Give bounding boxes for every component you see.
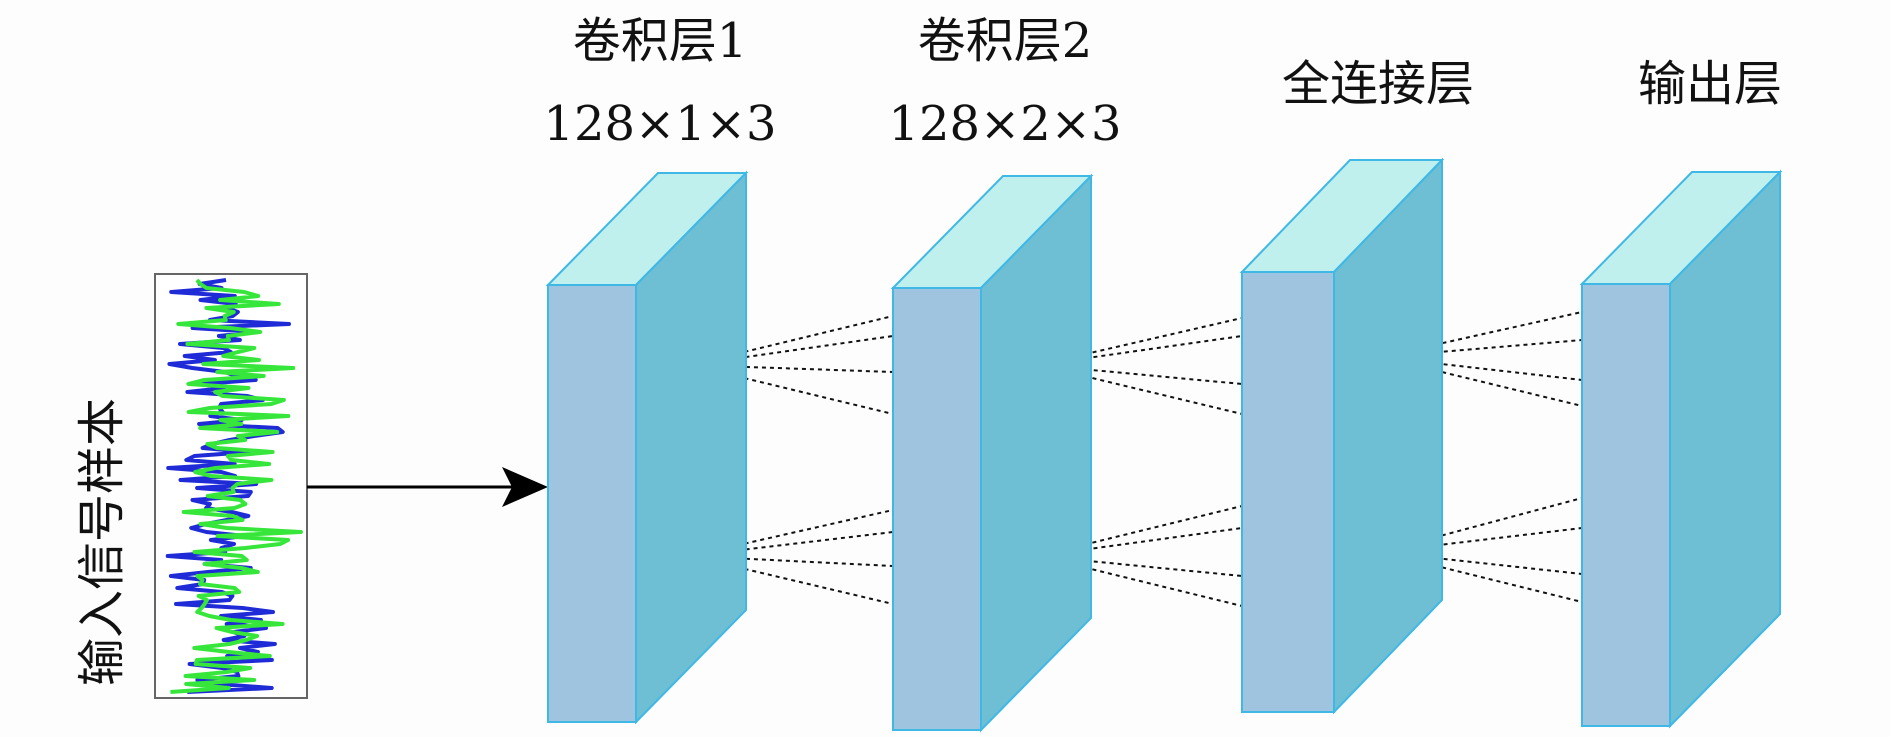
layer-block-conv1 bbox=[545, 170, 749, 725]
input-arrow bbox=[307, 467, 548, 507]
input-arrow-head bbox=[502, 467, 548, 507]
signal-trace bbox=[170, 278, 303, 694]
layer-label-fc-name: 全连接层 bbox=[1282, 56, 1474, 112]
layer-label-conv2-name: 卷积层2 bbox=[918, 13, 1093, 69]
layer-block-front-face bbox=[892, 287, 982, 731]
layer-block-front-face bbox=[1581, 283, 1671, 727]
input-signal-label: 输入信号样本 bbox=[74, 398, 130, 686]
layer-label-conv1-dims: 128×1×3 bbox=[543, 96, 776, 152]
layer-block-fc bbox=[1239, 157, 1445, 715]
layer-blocks bbox=[545, 157, 1783, 733]
signal-trace bbox=[165, 278, 291, 694]
connection-lines bbox=[689, 311, 1583, 607]
layer-block-output bbox=[1579, 169, 1783, 729]
layer-label-conv1-name: 卷积层1 bbox=[573, 13, 748, 69]
signal-waveform bbox=[165, 278, 303, 694]
layer-block-conv2 bbox=[890, 173, 1094, 733]
layer-label-output-name: 输出层 bbox=[1638, 56, 1782, 112]
layer-block-front-face bbox=[1241, 271, 1335, 713]
layer-label-conv2-dims: 128×2×3 bbox=[888, 96, 1121, 152]
layer-block-front-face bbox=[547, 284, 637, 723]
input-signal-sample: 输入信号样本 bbox=[74, 273, 308, 699]
